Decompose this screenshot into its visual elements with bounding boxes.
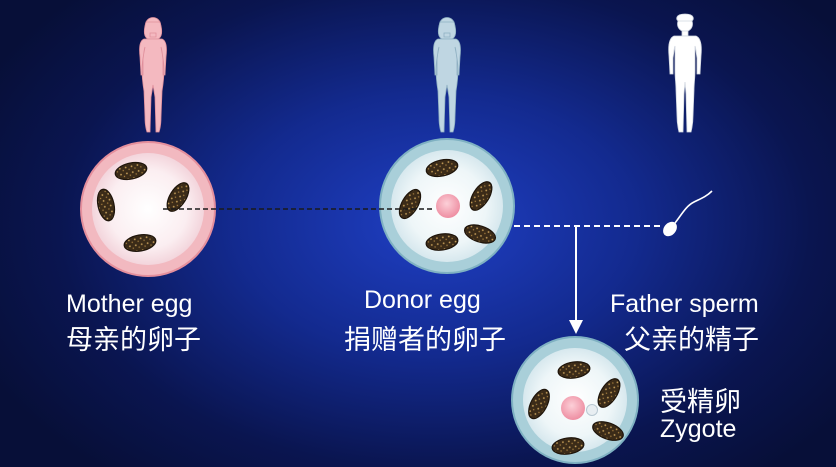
mother-figure-icon <box>138 17 168 133</box>
mother-egg-label-zh: 母亲的卵子 <box>66 325 201 356</box>
donor-egg <box>379 138 515 274</box>
zygote-cell <box>511 336 639 464</box>
sperm-icon <box>663 190 713 237</box>
donor-egg-label-zh: 捐赠者的卵子 <box>344 325 506 356</box>
zygote-sperm-nucleus <box>586 404 598 416</box>
donor-egg-nucleus <box>436 194 460 218</box>
mother-egg <box>80 141 216 277</box>
zygote-nucleus <box>561 396 585 420</box>
donor-figure-icon <box>432 17 462 133</box>
zygote-label-zh: 受精卵 <box>660 387 741 418</box>
father-figure-icon <box>668 13 702 133</box>
donor-egg-label-en: Donor egg <box>364 286 481 314</box>
father-sperm-label-en: Father sperm <box>610 290 759 318</box>
zygote-label-en: Zygote <box>660 415 737 443</box>
father-sperm-label-zh: 父亲的精子 <box>624 325 759 356</box>
fertilization-arrowhead <box>569 320 583 334</box>
mother-egg-label-en: Mother egg <box>66 290 193 318</box>
